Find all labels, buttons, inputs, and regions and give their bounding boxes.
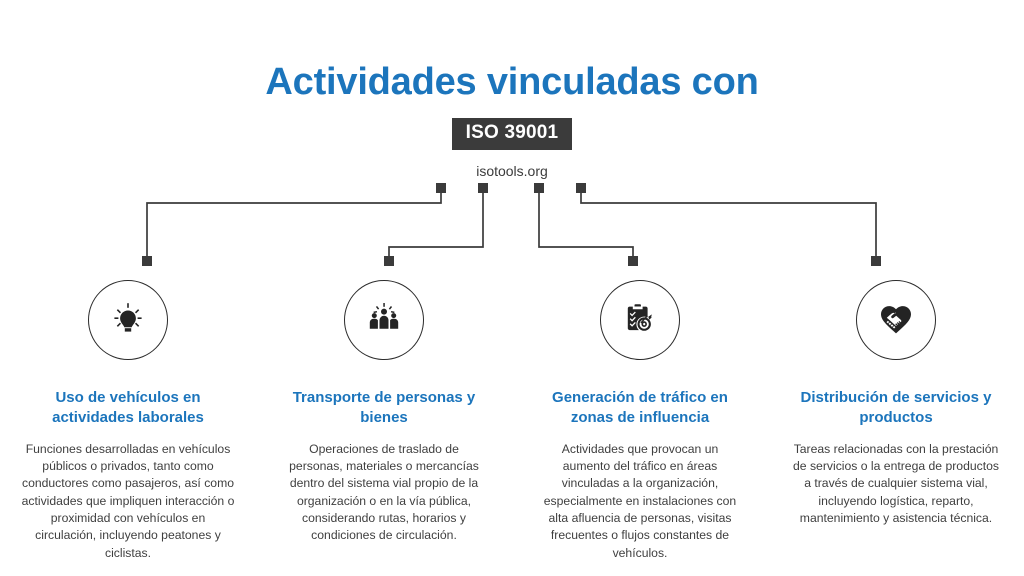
lightbulb-icon [108,300,148,340]
connector-path-3 [538,190,634,259]
page-title: Actividades vinculadas con [265,61,759,103]
column-body-text: Operaciones de traslado de personas, mat… [289,441,479,543]
column-transporte-de-personas: Transporte de personas y bienes Operacio… [256,280,512,562]
icon-circle-4 [856,280,936,360]
icon-circle-3 [600,280,680,360]
source-url: isotools.org [476,162,548,179]
connector-node-top-2 [478,183,488,193]
handshake-heart-icon [876,300,916,340]
column-heading: Uso de vehículos en actividades laborale… [52,389,204,426]
column-generacion-de-trafico: Generación de tráfico en zonas de influe… [512,280,768,562]
connector-node-bottom-4 [871,256,881,266]
column-heading: Distribución de servicios y productos [800,389,992,426]
columns-container: Uso de vehículos en actividades laborale… [0,280,1024,562]
connector-path-1 [146,190,442,259]
icon-circle-2 [344,280,424,360]
connector-path-2 [388,190,484,259]
icon-circle-1 [88,280,168,360]
column-body-text: Tareas relacionadas con la prestación de… [793,441,999,525]
group-of-people-icon [364,300,404,340]
connector-node-top-4 [576,183,586,193]
clipboard-target-icon [620,300,660,340]
column-heading: Transporte de personas y bienes [292,389,476,426]
iso-badge-wrapper: ISO 39001 [0,117,1024,150]
header: Actividades vinculadas con ISO 39001 iso… [0,0,1024,179]
connector-node-top-1 [436,183,446,193]
connector-path-4 [580,190,877,259]
connector-node-bottom-1 [142,256,152,266]
standard-badge: ISO 39001 [451,117,573,150]
column-body-text: Funciones desarrolladas en vehículos púb… [21,441,235,560]
column-heading: Generación de tráfico en zonas de influe… [552,389,728,426]
connector-node-bottom-3 [628,256,638,266]
connector-node-bottom-2 [384,256,394,266]
column-uso-de-vehiculos: Uso de vehículos en actividades laborale… [0,280,256,562]
connector-node-top-3 [534,183,544,193]
column-body-text: Actividades que provocan un aumento del … [543,441,737,560]
column-distribucion-de-servicios: Distribución de servicios y productos Ta… [768,280,1024,562]
